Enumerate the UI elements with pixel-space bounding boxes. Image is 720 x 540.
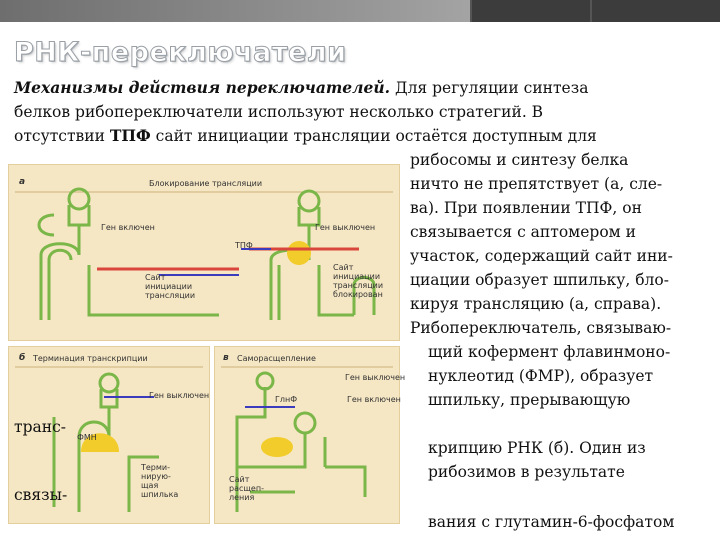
rna-loop-icon [299,191,319,211]
glcn6p-label: ГлнФ [275,395,297,404]
para-line-3: отсутствии ТПФ сайт инициации трансляции… [14,124,597,148]
right-text-line: вания с глутамин-6-фосфатом [428,510,674,534]
gene-off-label: Ген выключен [345,373,405,382]
panel-c: в Саморасщепление Ген выключен Ген включ… [214,346,400,524]
panel-a-diagram [9,165,399,340]
rna-loop-icon [100,374,118,392]
top-bar-divider [470,0,472,22]
slide-top-bar [0,0,720,22]
site-blocked-label: Сайт инициации трансляции блокирован [333,263,383,299]
cleavage-site-label: Сайт расщеп- ления [229,475,264,502]
right-text-line: рибосомы и синтезу белка [410,148,628,172]
rna-loop-icon [257,373,273,389]
terminator-label: Терми- нирую- щая шпилька [141,463,178,499]
right-text-line: крипцию РНК (б). Один из [428,436,646,460]
riboswitch-figure: а Блокирование трансляции [8,164,398,524]
right-text-line: ничто не препятствует (а, сле- [410,172,662,196]
right-text-line: нуклеотид (ФМР), образует [428,364,653,388]
glcn6p-ligand-icon [261,437,293,457]
panel-a: а Блокирование трансляции [8,164,400,341]
right-text-line: шпильку, прерывающую [428,388,630,412]
right-text-line: кируя трансляцию (а, справа). [410,292,661,316]
right-text-line: Рибопереключатель, связываю- [410,316,671,340]
gene-on-label: Ген включен [101,223,155,232]
para-line-2: белков рибопереключатели используют неск… [14,100,543,124]
gene-off-label: Ген выключен [315,223,375,232]
rna-loop-icon [295,413,315,433]
slide-title: РНК-переключатели [14,37,347,68]
fmn-label: ФМН [77,433,97,442]
gene-on-label: Ген включен [347,395,401,404]
right-text-line: связывается с аптомером и [410,220,636,244]
tpp-label: ТПФ [235,241,253,250]
top-bar-divider [590,0,592,22]
left-text-fragment: связы- [14,483,67,507]
site-open-label: Сайт инициации трансляции [145,273,195,300]
slide-top-bar-accent [470,0,720,22]
tpp-ligand-icon [287,241,311,265]
para-line-1: Механизмы действия переключателей. Для р… [14,76,588,100]
right-text-line: циации образует шпильку, бло- [410,268,669,292]
gene-off-label: Ген выключен [149,391,209,400]
right-text-line: ва). При появлении ТПФ, он [410,196,642,220]
right-text-line: щий кофермент флавинмоно- [428,340,670,364]
right-text-line: участок, содержащий сайт ини- [410,244,673,268]
right-text-line: рибозимов в результате [428,460,625,484]
left-text-fragment: транс- [14,415,66,439]
